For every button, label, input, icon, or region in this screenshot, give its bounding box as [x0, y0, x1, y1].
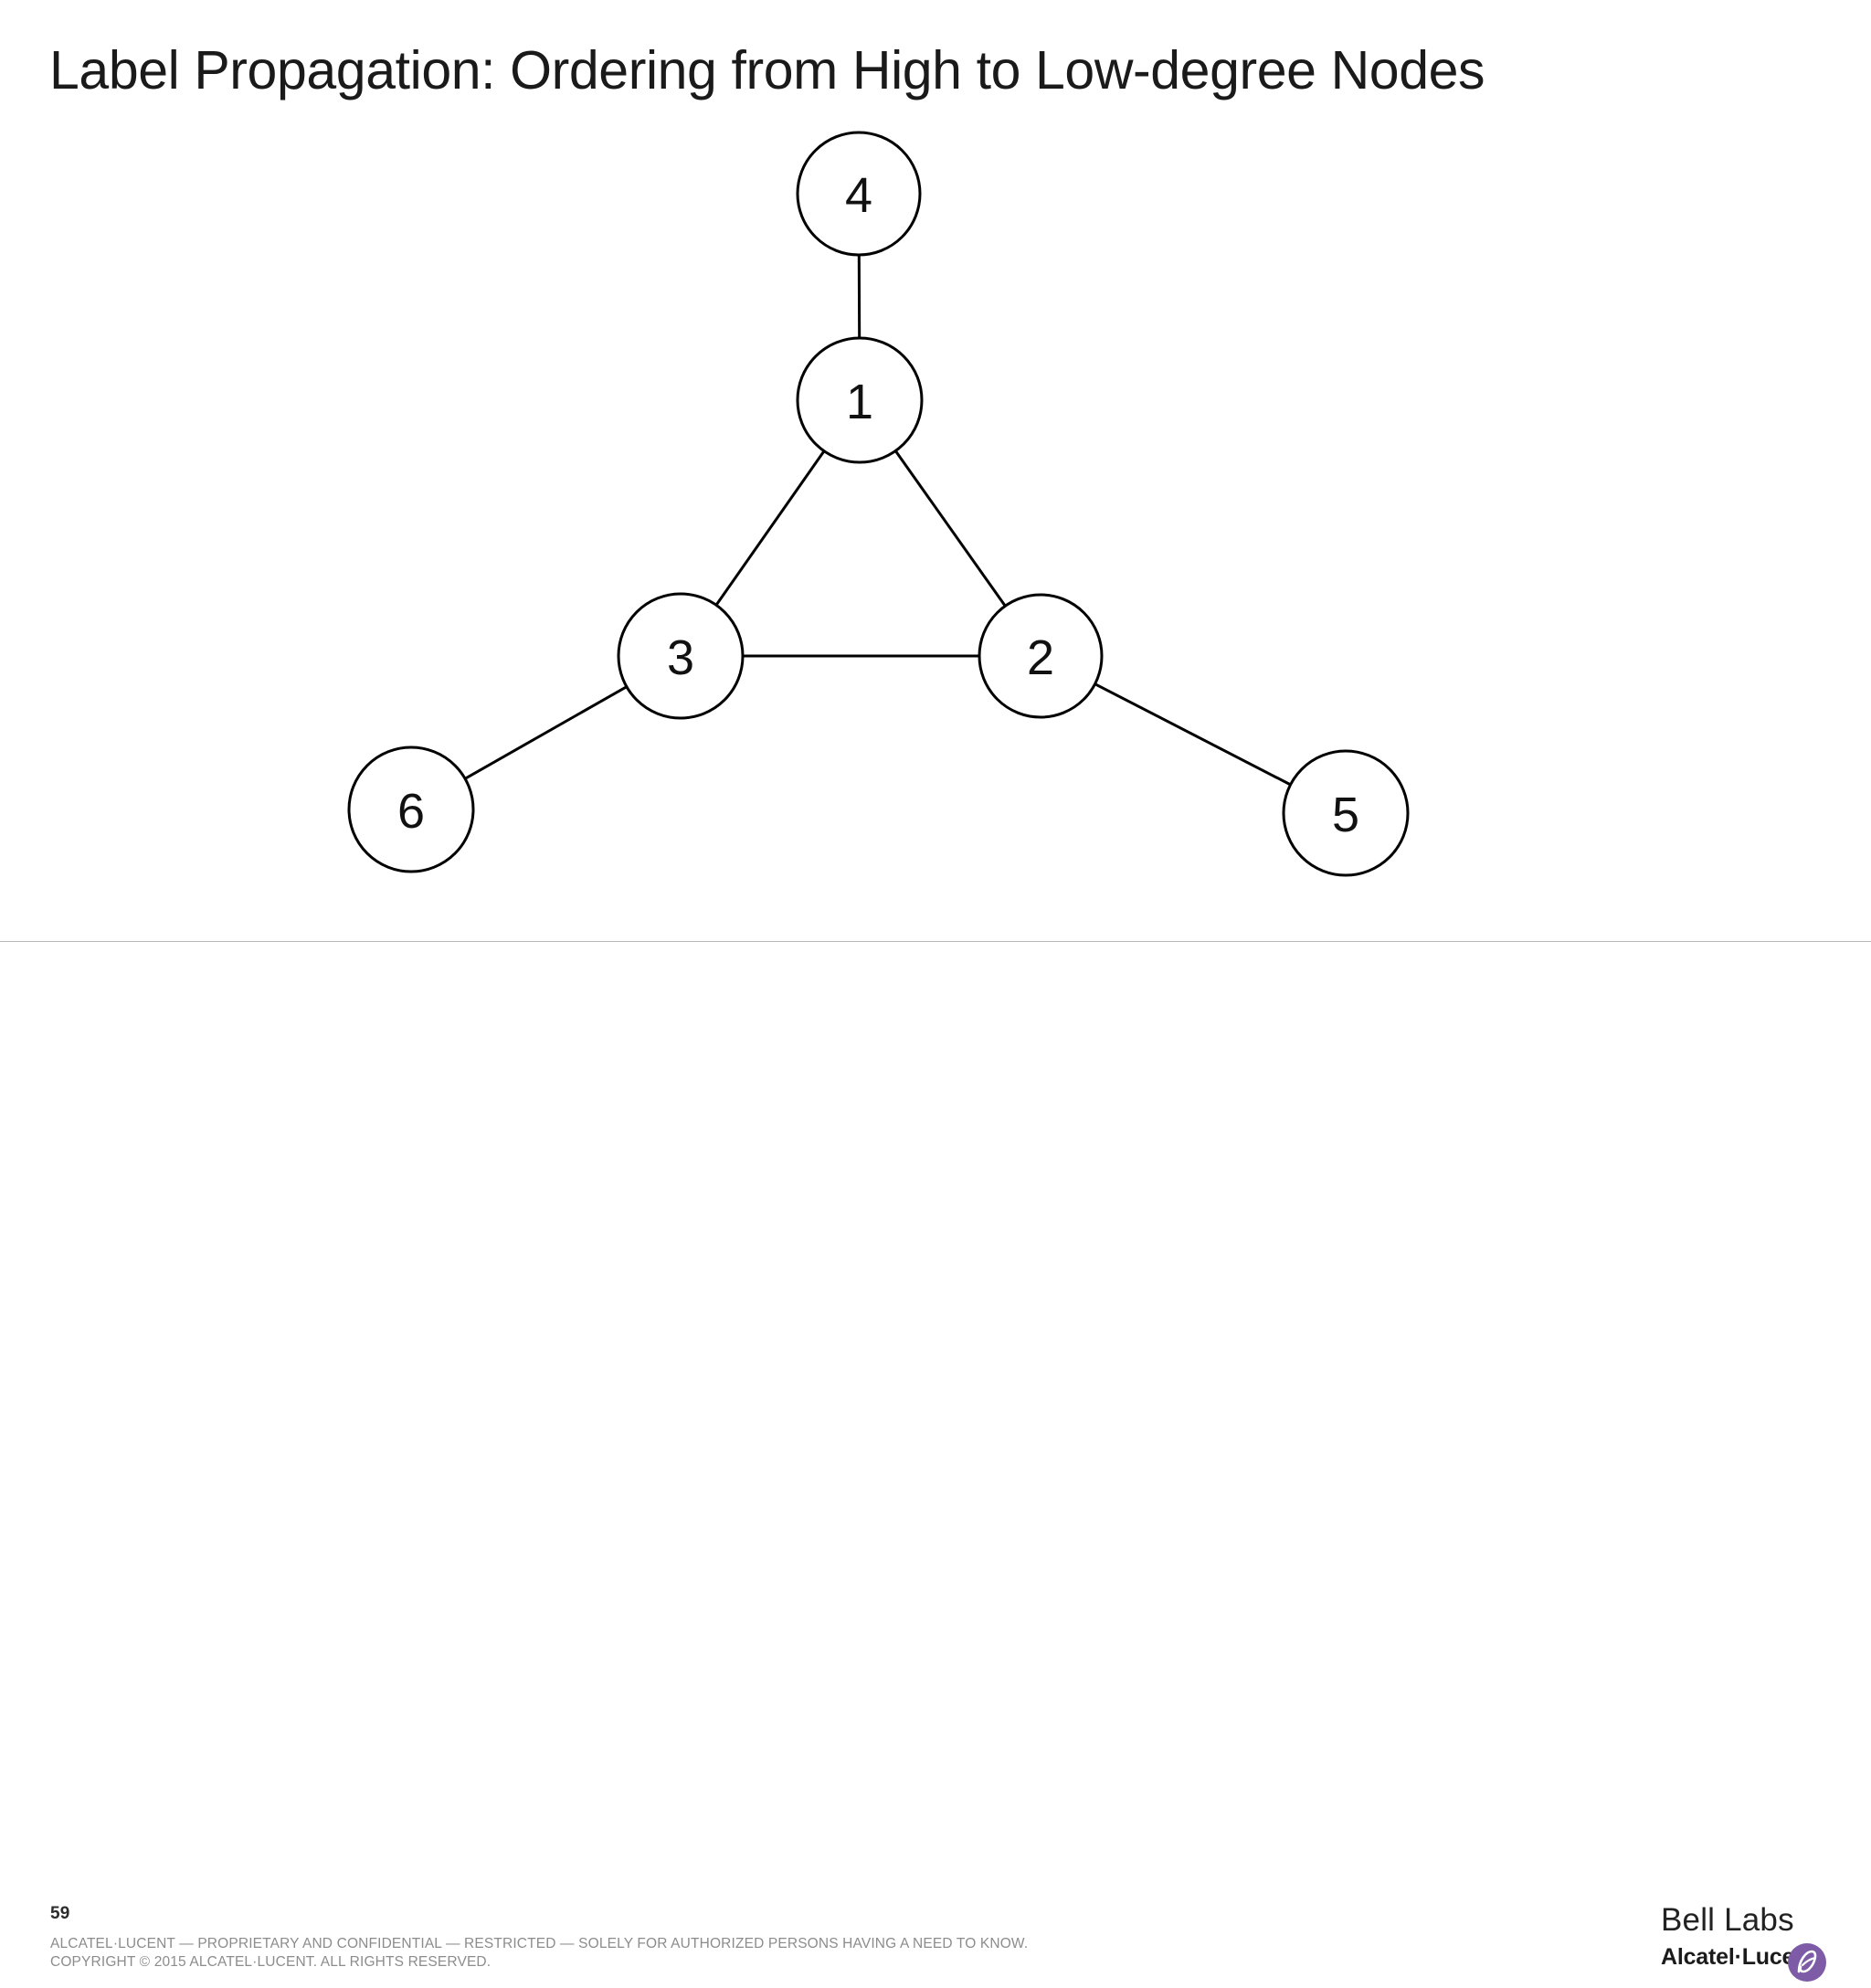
graph-node-label-2: 2 [1027, 630, 1054, 685]
graph-edge-3-6 [465, 687, 627, 779]
graph-node-label-6: 6 [397, 784, 425, 839]
graph-svg: 4 1 3 2 6 5 [0, 0, 1871, 941]
graph-node-label-3: 3 [667, 630, 694, 685]
graph-node-label-5: 5 [1332, 788, 1359, 842]
graph-node-4[interactable]: 4 [798, 132, 920, 255]
graph-node-3[interactable]: 3 [618, 594, 743, 718]
graph-edge-2-5 [1095, 684, 1291, 785]
graph-node-label-1: 1 [846, 375, 873, 429]
graph-node-2[interactable]: 2 [979, 595, 1102, 717]
graph-node-5[interactable]: 5 [1284, 751, 1408, 875]
graph-node-label-4: 4 [845, 168, 872, 223]
edge-layer [465, 255, 1290, 785]
legal-line-copyright: COPYRIGHT © 2015 ALCATEL·LUCENT. ALL RIG… [50, 1953, 1028, 1972]
graph-edge-1-3 [716, 451, 824, 606]
legal-line-confidentiality: ALCATEL·LUCENT — PROPRIETARY AND CONFIDE… [50, 1935, 1028, 1953]
alcatel-lucent-logo-icon [1788, 1943, 1826, 1982]
brand-lockup: Bell Labs Alcatel·Lucent [1661, 1904, 1857, 1988]
brand-name-bell-labs: Bell Labs [1661, 1904, 1794, 1936]
page-number: 59 [50, 1904, 70, 1924]
legal-notice: ALCATEL·LUCENT — PROPRIETARY AND CONFIDE… [50, 1935, 1028, 1972]
graph-edge-1-2 [895, 451, 1005, 607]
graph-node-1[interactable]: 1 [798, 338, 922, 462]
graph-diagram: 4 1 3 2 6 5 [0, 0, 1871, 941]
graph-node-6[interactable]: 6 [349, 747, 473, 872]
slide-footer: 59 ALCATEL·LUCENT — PROPRIETARY AND CONF… [0, 942, 1871, 1052]
